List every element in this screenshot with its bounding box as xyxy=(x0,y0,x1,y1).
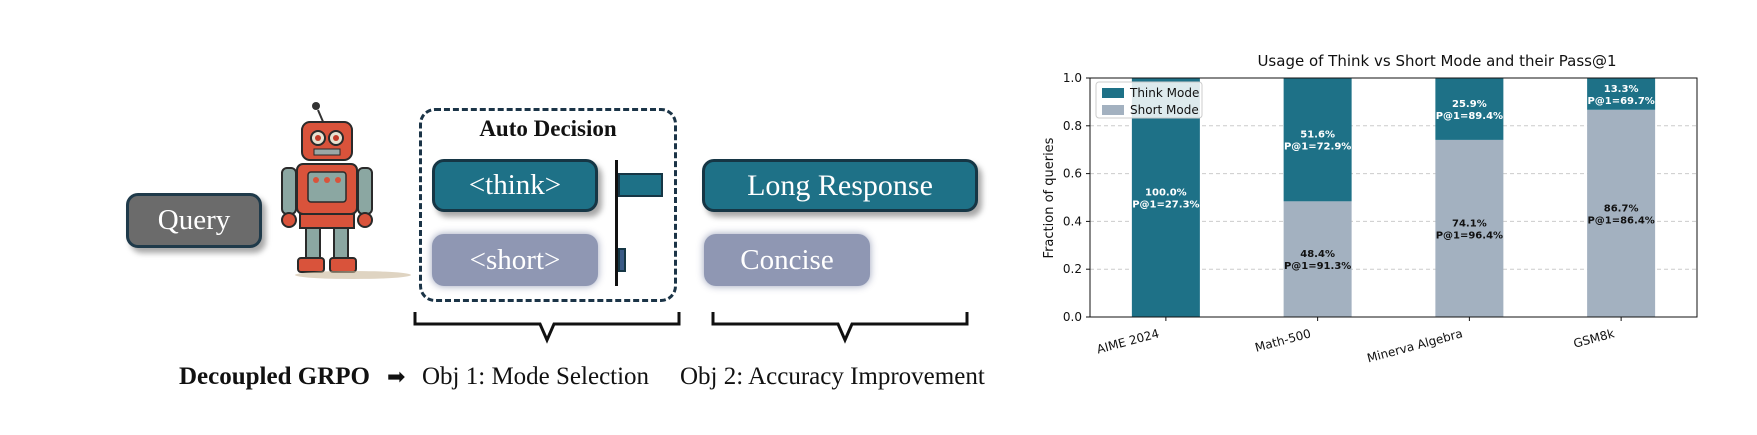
y-tick-label: 0.4 xyxy=(1063,214,1082,228)
query-box: Query xyxy=(126,193,262,248)
short-mode-pass-label: P@1=86.4% xyxy=(1587,215,1654,226)
bar-think-mode xyxy=(1283,78,1352,202)
legend-label: Short Mode xyxy=(1130,103,1199,117)
chart-svg: 100.0%P@1=27.3% 48.4%P@1=91.3% 51.6%P@1=72… xyxy=(1042,52,1698,365)
short-label: <short> xyxy=(469,243,561,276)
y-tick-label: 0.6 xyxy=(1063,167,1082,181)
method-diagram: Query Auto Decision <think> <short> Long… xyxy=(126,102,985,390)
chart-title: Usage of Think vs Short Mode and their P… xyxy=(1257,52,1616,70)
x-tick-label: AIME 2024 xyxy=(1095,326,1160,356)
short-mode-box: <short> xyxy=(432,234,598,286)
short-probability-bar xyxy=(618,248,626,272)
long-response-label: Long Response xyxy=(747,168,933,202)
robot-icon xyxy=(281,102,411,279)
right-arrow-icon: ➡ xyxy=(387,365,406,390)
legend-label: Think Mode xyxy=(1129,86,1199,100)
think-mode-pass-label: P@1=89.4% xyxy=(1436,111,1503,122)
mode-usage-chart: 100.0%P@1=27.3% 48.4%P@1=91.3% 51.6%P@1=72… xyxy=(1010,0,1757,430)
decision-axis xyxy=(615,160,618,286)
bar-short-mode xyxy=(1435,139,1504,317)
think-mode-data-label: 51.6% xyxy=(1300,130,1335,141)
obj1-label: Obj 1: Mode Selection xyxy=(422,363,650,390)
y-axis-label: Fraction of queries xyxy=(1042,137,1057,258)
think-mode-pass-label: P@1=72.9% xyxy=(1284,142,1351,153)
auto-decision-title: Auto Decision xyxy=(479,116,617,141)
concise-label: Concise xyxy=(740,243,834,276)
bar-think-mode xyxy=(1435,78,1504,140)
short-mode-pass-label: P@1=91.3% xyxy=(1284,261,1351,272)
bar-short-mode xyxy=(1587,109,1656,317)
query-label: Query xyxy=(157,204,231,236)
y-tick-label: 1.0 xyxy=(1063,71,1082,85)
legend-swatch xyxy=(1102,88,1124,98)
brace-obj2 xyxy=(711,312,969,344)
legend-swatch xyxy=(1102,105,1124,115)
think-mode-data-label: 13.3% xyxy=(1604,84,1639,95)
x-tick-label: Math-500 xyxy=(1253,326,1312,354)
short-mode-pass-label: P@1=96.4% xyxy=(1436,230,1503,241)
think-probability-bar xyxy=(618,173,663,197)
plot-frame xyxy=(1089,77,1698,318)
obj2-label: Obj 2: Accuracy Improvement xyxy=(680,363,985,390)
think-label: <think> xyxy=(468,169,562,201)
think-mode-pass-label: P@1=69.7% xyxy=(1587,96,1654,107)
bar-short-mode xyxy=(1283,201,1352,317)
y-tick-label: 0.2 xyxy=(1063,262,1082,276)
x-tick-label: GSM8k xyxy=(1572,326,1616,350)
y-tick-label: 0.0 xyxy=(1063,310,1082,324)
y-tick-label: 0.8 xyxy=(1063,119,1082,133)
think-mode-pass-label: P@1=27.3% xyxy=(1132,200,1199,211)
think-mode-data-label: 100.0% xyxy=(1145,188,1187,199)
method-label: Decoupled GRPO xyxy=(179,363,370,390)
concise-box: Concise xyxy=(704,234,870,286)
x-tick-label: Minerva Algebra xyxy=(1366,326,1465,365)
short-mode-data-label: 86.7% xyxy=(1604,203,1639,214)
brace-obj1 xyxy=(413,312,681,344)
long-response-box: Long Response xyxy=(702,159,978,212)
auto-decision-frame xyxy=(419,108,677,302)
think-mode-box: <think> xyxy=(432,159,598,212)
bar-think-mode xyxy=(1587,78,1656,110)
short-mode-data-label: 74.1% xyxy=(1452,218,1487,229)
short-mode-data-label: 48.4% xyxy=(1300,249,1335,260)
think-mode-data-label: 25.9% xyxy=(1452,99,1487,110)
